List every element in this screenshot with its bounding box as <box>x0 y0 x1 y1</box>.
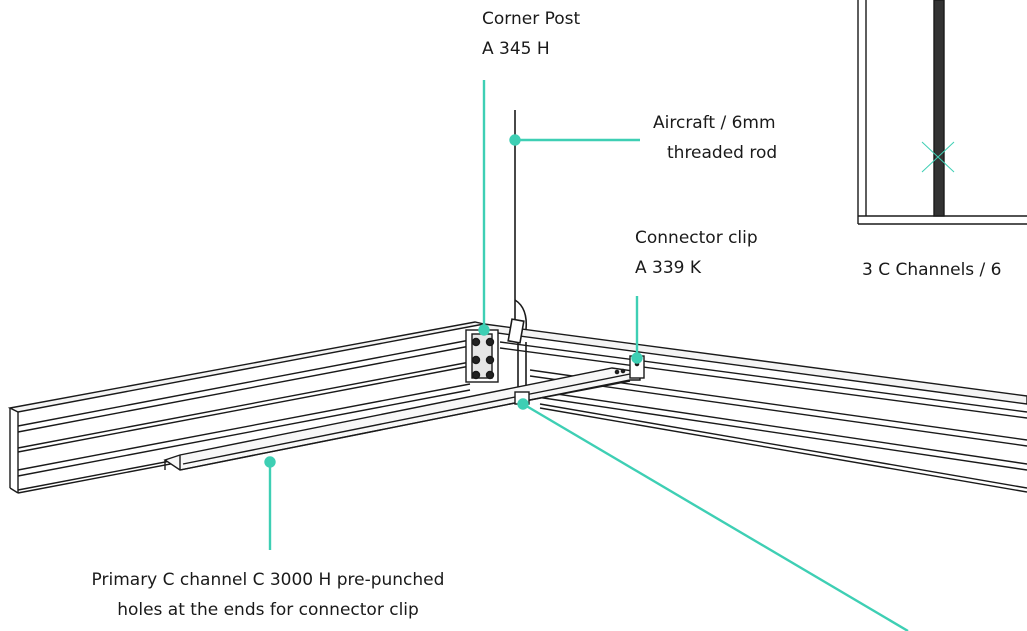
corner-post-name: Corner Post <box>482 9 581 29</box>
primary-channel-line2: holes at the ends for connector clip <box>117 600 419 620</box>
inset-detail <box>857 0 1027 225</box>
corner-post-label: Corner Post A 345 H <box>482 4 580 64</box>
leader-lines <box>264 80 909 631</box>
corner-post <box>465 329 499 383</box>
threaded-rod <box>507 110 528 404</box>
primary-channel-line1: Primary C channel C 3000 H pre-punched <box>91 570 445 590</box>
connector-clip-name: Connector clip <box>635 228 758 248</box>
rod-label: Aircraft / 6mm threaded rod <box>653 108 777 168</box>
rod-line2: threaded rod <box>667 143 778 163</box>
rod-line1: Aircraft / 6mm <box>653 113 776 133</box>
primary-channel-label: Primary C channel C 3000 H pre-punched h… <box>62 565 474 625</box>
connector-clip-label: Connector clip A 339 K <box>635 223 758 283</box>
connector-clip-code: A 339 K <box>635 258 702 278</box>
right-wall-channel <box>482 323 1027 493</box>
corner-post-code: A 345 H <box>482 39 550 59</box>
primary-c-channel <box>163 367 641 471</box>
leader-bottom-right <box>522 402 909 631</box>
inset-caption: 3 C Channels / 6 <box>862 260 1002 280</box>
